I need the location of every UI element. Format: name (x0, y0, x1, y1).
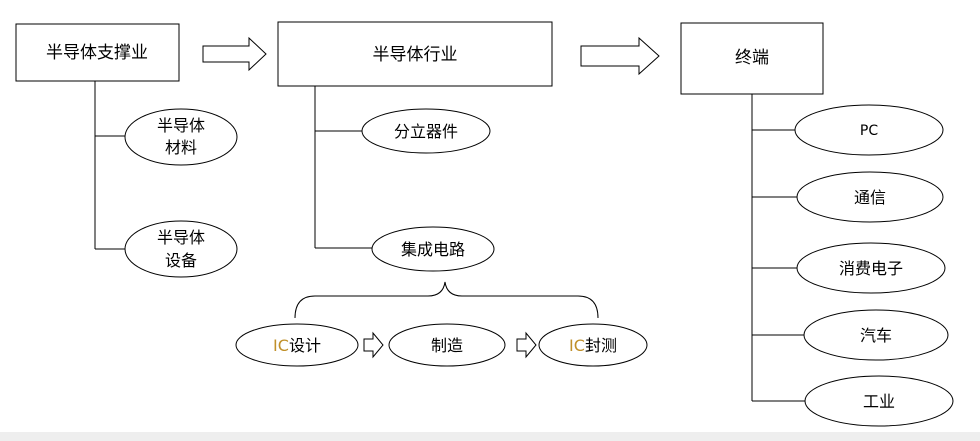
design-prefix: IC (273, 336, 289, 355)
svg-text:IC设计: IC设计 (273, 336, 321, 355)
consumer-label: 消费电子 (839, 259, 903, 278)
equipment-line1: 半导体 (157, 228, 205, 247)
industry-item-ic: 集成电路 (371, 226, 495, 272)
svg-text:IC封测: IC封测 (569, 336, 617, 355)
support-item-materials: 半导体 材料 (124, 108, 238, 166)
industry-item-discrete: 分立器件 (361, 108, 491, 154)
materials-line2: 材料 (165, 138, 197, 157)
equipment-line2: 设备 (165, 251, 197, 270)
terminal-box-label: 终端 (735, 48, 769, 68)
terminal-item-consumer: 消费电子 (796, 242, 946, 294)
connector-lines (94, 81, 805, 402)
support-item-equipment: 半导体 设备 (124, 220, 238, 278)
auto-label: 汽车 (860, 326, 892, 345)
industry-box-label: 半导体行业 (373, 45, 458, 65)
ic-chain-manufacturing: 制造 (388, 323, 506, 367)
terminal-item-auto: 汽车 (803, 309, 949, 361)
design-text: 设计 (289, 336, 321, 355)
packaging-prefix: IC (569, 336, 585, 355)
arrow-right-icon (580, 36, 660, 76)
communication-label: 通信 (854, 188, 886, 207)
ic-label: 集成电路 (401, 240, 465, 259)
industry-box: 半导体行业 (277, 21, 553, 87)
small-arrow-right-icon (516, 331, 537, 359)
pc-label: PC (860, 123, 878, 139)
arrow-right-icon (202, 36, 267, 72)
small-arrow-right-icon (363, 331, 384, 359)
materials-line1: 半导体 (157, 116, 205, 135)
ic-chain-packaging: IC封测 (538, 323, 648, 367)
ic-chain-design: IC设计 (235, 323, 359, 367)
support-box: 半导体支撑业 (15, 23, 180, 82)
industrial-label: 工业 (863, 392, 895, 411)
bottom-bar (0, 432, 980, 441)
manufacturing-label: 制造 (431, 336, 463, 355)
discrete-label: 分立器件 (394, 122, 458, 141)
terminal-item-industrial: 工业 (804, 375, 954, 427)
support-box-label: 半导体支撑业 (46, 43, 148, 63)
ic-chain-brace (294, 281, 599, 319)
terminal-box: 终端 (680, 22, 824, 95)
terminal-item-communication: 通信 (796, 171, 944, 223)
packaging-text: 封测 (585, 336, 617, 355)
terminal-item-pc: PC (794, 104, 944, 156)
